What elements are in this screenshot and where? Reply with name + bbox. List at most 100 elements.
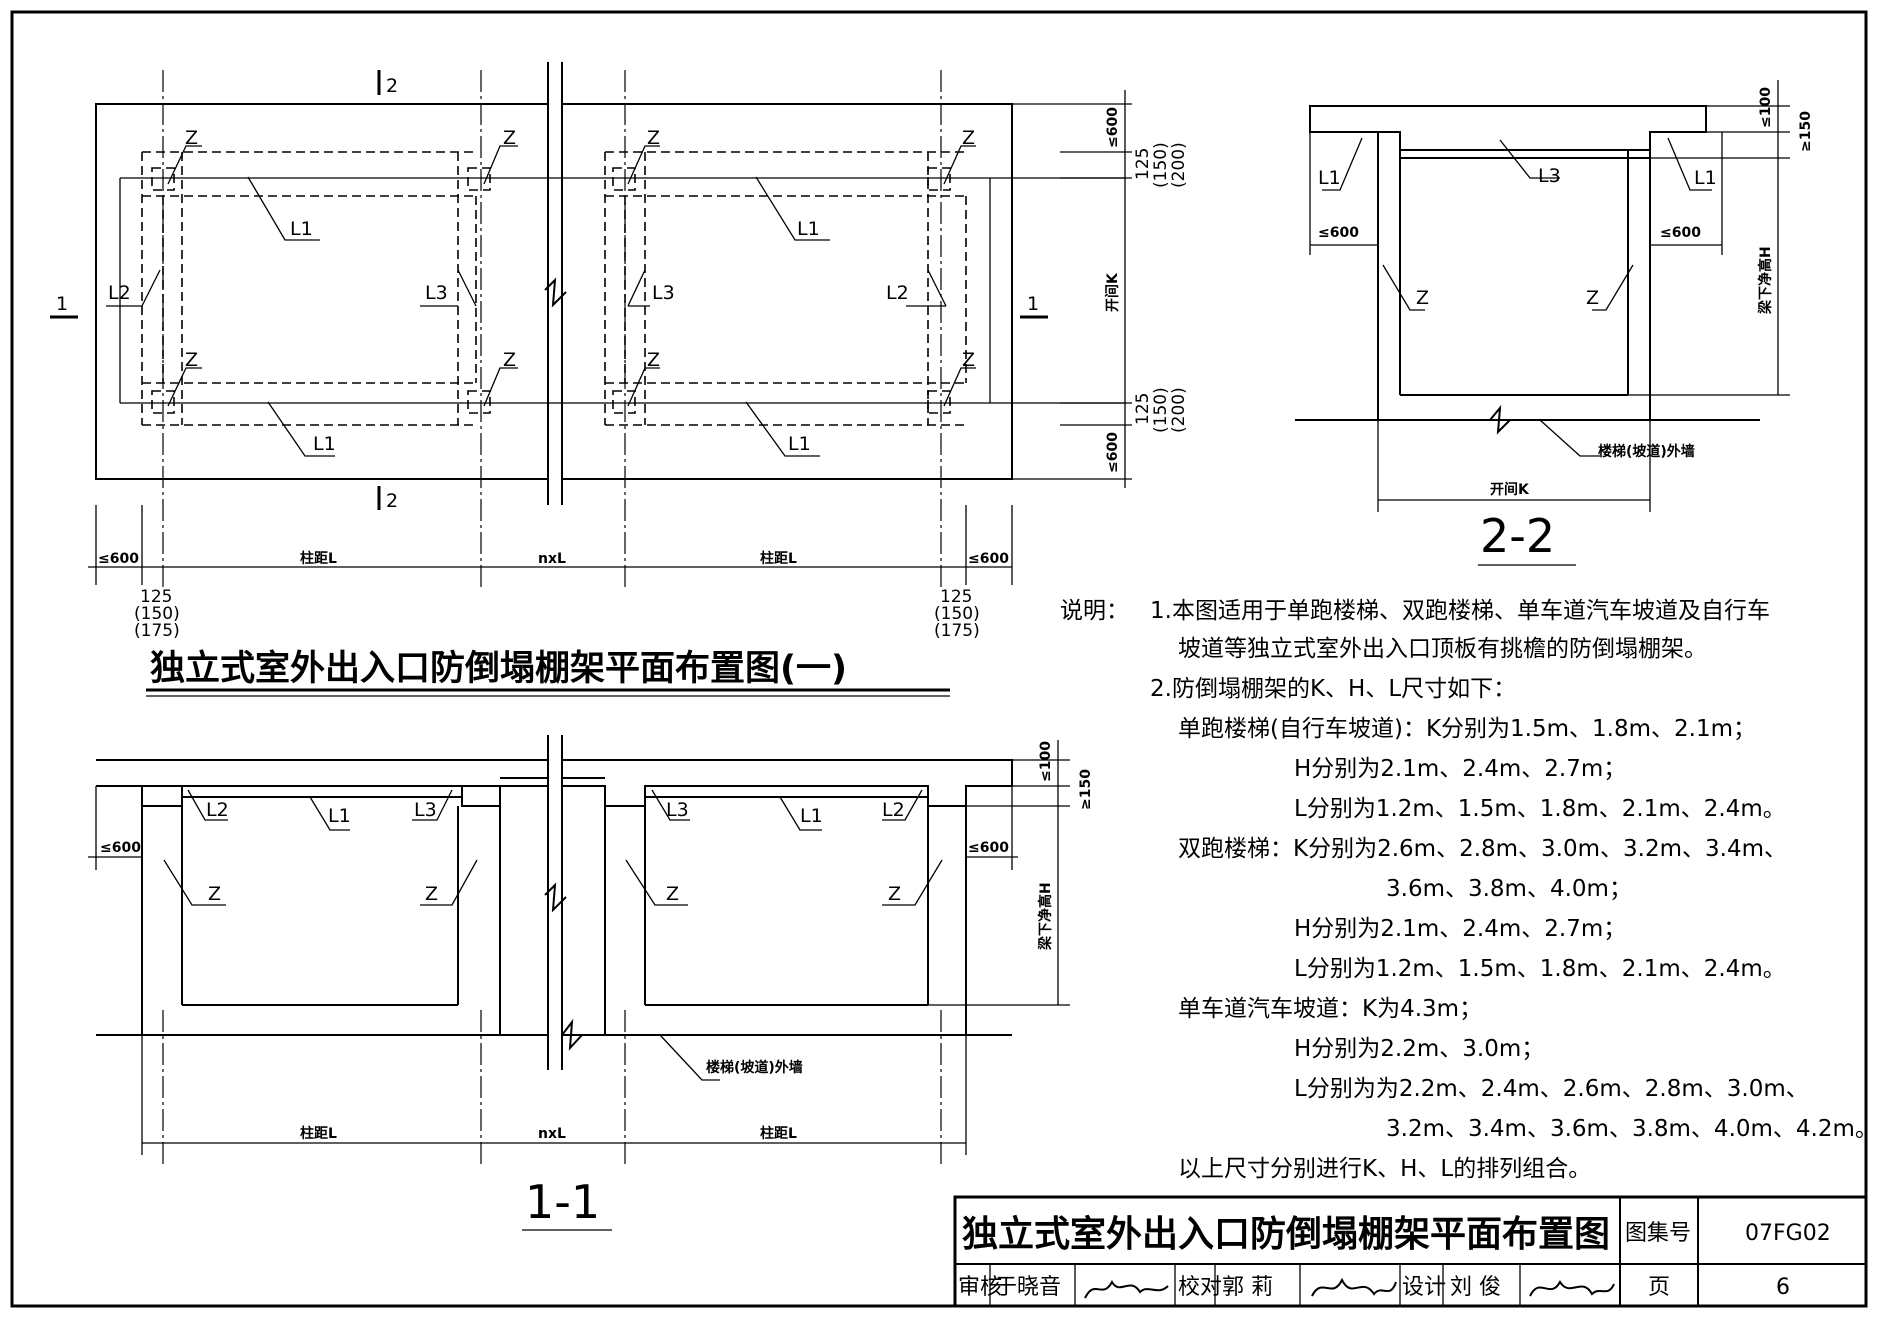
plan-right-dims: ≤600 125 (150) (200) 开间K 125 (150) (200)… — [1012, 90, 1189, 488]
s22-label-z-left: Z — [1416, 287, 1429, 309]
sheet-border — [10, 10, 1868, 1308]
plan-label-z: Z — [647, 127, 660, 149]
s11-label-l1-right: L1 — [800, 805, 823, 827]
s11-dim-col-spacing-left: 柱距L — [300, 1125, 337, 1142]
s22-label-l3: L3 — [1538, 165, 1561, 187]
s22-dim-h: 梁下净高H — [1757, 246, 1774, 315]
plan-label-l1: L1 — [797, 218, 820, 240]
s22-title: 2-2 — [1480, 509, 1555, 563]
s11-label-l2-left: L2 — [206, 799, 229, 821]
dim-125-left: 125 — [140, 587, 172, 607]
designer-signature — [1529, 1280, 1615, 1297]
atlas-label: 图集号 — [1625, 1221, 1691, 1246]
dim-200-top: (200) — [1169, 142, 1189, 188]
dim-125-right: 125 — [940, 587, 972, 607]
plan-label-l1: L1 — [313, 433, 336, 455]
checker-signature — [1311, 1277, 1397, 1297]
s22-label-l1-right: L1 — [1694, 167, 1717, 189]
dim-col-spacing-left: 柱距L — [300, 550, 337, 567]
s11-label-l2-right: L2 — [882, 799, 905, 821]
atlas-number: 07FG02 — [1745, 1221, 1831, 1246]
s22-dim-le600-left: ≤600 — [1318, 225, 1359, 241]
dim-le600-bottom: ≤600 — [1105, 432, 1121, 473]
page-number: 6 — [1776, 1275, 1790, 1300]
title-block-title: 独立式室外出入口防倒塌棚架平面布置图 — [962, 1214, 1610, 1255]
reviewer-signature — [1084, 1279, 1169, 1299]
s11-title: 1-1 — [525, 1175, 600, 1229]
s11-label-l3-right: L3 — [666, 799, 689, 821]
notes-line: L分别为1.2m、1.5m、1.8m、2.1m、2.4m。 — [1294, 796, 1786, 822]
dim-nxl: nxL — [538, 551, 566, 567]
dim-col-spacing-right: 柱距L — [760, 550, 797, 567]
section-mark-2-top: 2 — [386, 75, 398, 97]
dim-125-bottom: 125 — [1133, 393, 1153, 425]
plan-label-z: Z — [503, 127, 516, 149]
s22-dim-le100: ≤100 — [1758, 87, 1774, 128]
s22-dim-le600-right: ≤600 — [1660, 225, 1701, 241]
plan-title: 独立式室外出入口防倒塌棚架平面布置图(一) — [150, 648, 847, 689]
s11-dim-nxl: nxL — [538, 1126, 566, 1142]
s11-dim-ge150: ≥150 — [1078, 769, 1094, 810]
plan-label-l1: L1 — [788, 433, 811, 455]
page-label: 页 — [1648, 1275, 1670, 1300]
columns — [151, 167, 951, 414]
notes-line: 3.6m、3.8m、4.0m； — [1386, 876, 1632, 902]
notes-line: H分别为2.1m、2.4m、2.7m； — [1294, 916, 1626, 942]
plan-leaders — [106, 145, 976, 457]
plan-label-l3: L3 — [652, 282, 675, 304]
designer-name: 刘 俊 — [1450, 1275, 1501, 1300]
plan-label-z: Z — [962, 349, 975, 371]
checker-name: 郭 莉 — [1222, 1275, 1273, 1300]
section-mark-1-right: 1 — [1027, 293, 1039, 315]
dim-125-top: 125 — [1133, 148, 1153, 180]
notes-line: 双跑楼梯：K分别为2.6m、2.8m、3.0m、3.2m、3.4m、 — [1178, 836, 1787, 862]
plan-label-z: Z — [185, 349, 198, 371]
plan-view: Z Z Z Z Z Z Z Z L1 L1 L1 L1 L2 L3 L3 L2 … — [50, 62, 1189, 697]
s11-dim-h: 梁下净高H — [1037, 882, 1054, 951]
notes-line: 以上尺寸分别进行K、H、L的排列组合。 — [1178, 1156, 1591, 1182]
dim-le600-right: ≤600 — [968, 551, 1009, 567]
section-1-1: L2 L1 L3 L3 L1 L2 Z Z Z Z ≤600 ≤600 楼梯(坡… — [88, 735, 1094, 1231]
s22-label-z-right: Z — [1586, 287, 1599, 309]
s22-label-l1-left: L1 — [1318, 167, 1341, 189]
s11-dim-le600-left: ≤600 — [100, 840, 141, 856]
dim-175-left: (175) — [134, 621, 180, 641]
dim-150-top: (150) — [1151, 142, 1171, 188]
design-label: 设计 — [1402, 1275, 1446, 1300]
s11-dim-le600-right: ≤600 — [968, 840, 1009, 856]
dim-le600-left: ≤600 — [98, 551, 139, 567]
notes-line: 单跑楼梯(自行车坡道)：K分别为1.5m、1.8m、2.1m； — [1178, 716, 1756, 742]
section-mark-1-left: 1 — [56, 293, 68, 315]
s11-dim-col-spacing-right: 柱距L — [760, 1125, 797, 1142]
s11-label-l3-left: L3 — [414, 799, 437, 821]
notes-line: L分别为1.2m、1.5m、1.8m、2.1m、2.4m。 — [1294, 956, 1786, 982]
dim-le600-top: ≤600 — [1105, 107, 1121, 148]
notes-line: 单车道汽车坡道：K为4.3m； — [1178, 996, 1482, 1022]
dim-k-span: 开间K — [1104, 272, 1121, 312]
notes-line: 2.防倒塌棚架的K、H、L尺寸如下： — [1150, 676, 1516, 702]
s11-wall-label: 楼梯(坡道)外墙 — [706, 1059, 803, 1076]
roof-slab-2-2 — [1309, 105, 1707, 151]
check-label: 校对 — [1178, 1275, 1222, 1300]
notes-line: L分别为为2.2m、2.4m、2.6m、2.8m、3.0m、 — [1294, 1076, 1809, 1102]
dim-175-right: (175) — [934, 621, 980, 641]
s11-label-z: Z — [425, 883, 438, 905]
dim-150-bottom: (150) — [1151, 387, 1171, 433]
dim-150-left: (150) — [134, 604, 180, 624]
notes: 说明： 1.本图适用于单跑楼梯、双跑楼梯、单车道汽车坡道及自行车 坡道等独立式室… — [1060, 598, 1878, 1182]
notes-line: 坡道等独立式室外出入口顶板有挑檐的防倒塌棚架。 — [1178, 636, 1707, 662]
plan-label-l3: L3 — [425, 282, 448, 304]
plan-label-z: Z — [503, 349, 516, 371]
plan-label-l2: L2 — [886, 282, 909, 304]
s22-dim-ge150: ≥150 — [1798, 111, 1814, 152]
notes-heading: 说明： — [1060, 598, 1129, 624]
section-mark-2-bottom: 2 — [386, 490, 398, 512]
plan-label-z: Z — [185, 127, 198, 149]
notes-line: 3.2m、3.4m、3.6m、3.8m、4.0m、4.2m。 — [1386, 1116, 1878, 1142]
roof-slab-outline — [95, 103, 1013, 480]
title-block: 独立式室外出入口防倒塌棚架平面布置图 图集号 07FG02 审核 于晓音 校对 … — [953, 1195, 1868, 1308]
plan-label-l1: L1 — [290, 218, 313, 240]
s11-dim-le100: ≤100 — [1038, 741, 1054, 782]
notes-line: H分别为2.2m、3.0m； — [1294, 1036, 1544, 1062]
